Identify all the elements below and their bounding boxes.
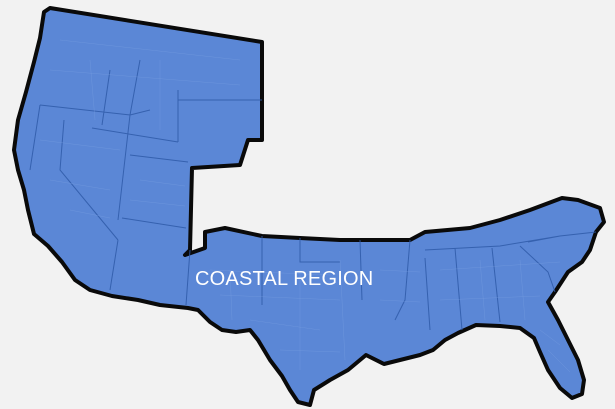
- region-outline: [12, 6, 606, 407]
- region-label: COASTAL REGION: [195, 268, 373, 290]
- county-texture: [39, 39, 571, 373]
- state-borders: [29, 59, 597, 331]
